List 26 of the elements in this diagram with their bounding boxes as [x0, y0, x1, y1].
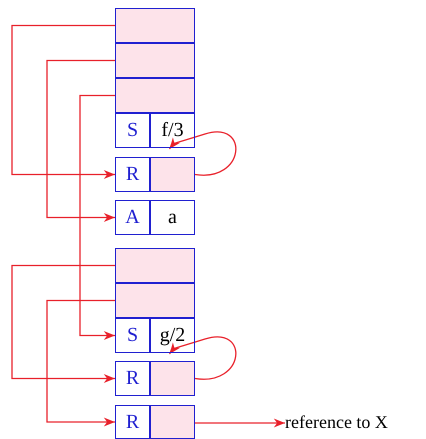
memory-cell: S — [115, 318, 150, 353]
memory-cell: R — [115, 157, 150, 192]
memory-cell: R — [115, 361, 150, 396]
memory-cell — [115, 248, 195, 283]
arrow — [46, 60, 115, 222]
arrow — [46, 300, 115, 426]
memory-cell — [115, 283, 195, 318]
arrow — [168, 131, 236, 176]
memory-cell — [115, 43, 195, 78]
memory-cell — [115, 78, 195, 113]
memory-cell: f/3 — [150, 113, 195, 148]
memory-cell: R — [115, 405, 150, 439]
memory-cell — [150, 361, 195, 396]
memory-cell: A — [115, 200, 150, 235]
arrow — [168, 336, 236, 380]
annotation-text: reference to X — [285, 410, 420, 434]
arrow — [11, 24, 115, 179]
arrow — [195, 418, 285, 428]
memory-cell: a — [150, 200, 195, 235]
memory-cell: S — [115, 113, 150, 148]
arrow — [11, 264, 115, 383]
memory-cell — [150, 405, 195, 439]
memory-cell — [150, 157, 195, 192]
arrow — [79, 94, 115, 340]
memory-cell: g/2 — [150, 318, 195, 353]
memory-cell — [115, 8, 195, 43]
